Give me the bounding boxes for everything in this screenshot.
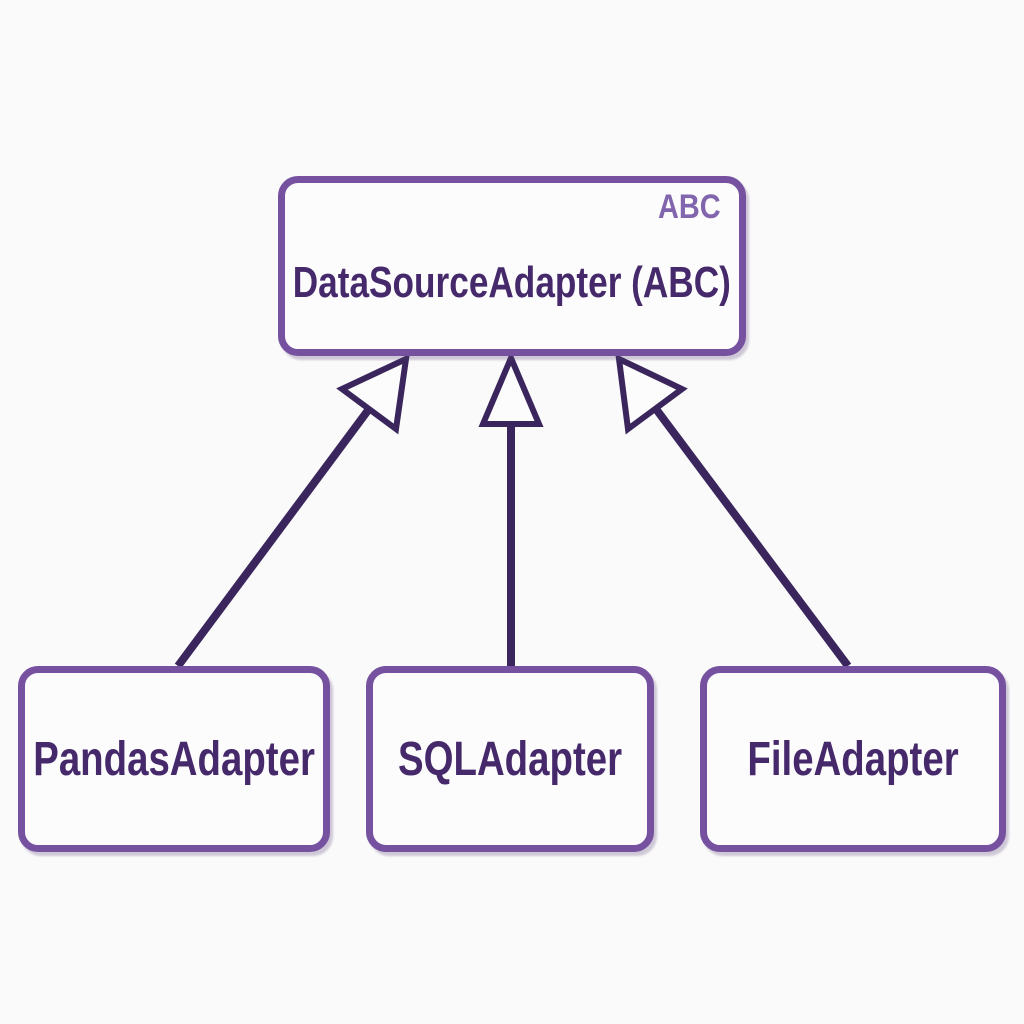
subclass-box-pandas-adapter: PandasAdapter <box>18 666 330 852</box>
hollow-triangle-arrowhead <box>336 353 410 435</box>
inheritance-arrow-sql <box>478 350 544 666</box>
inheritance-arrow-file <box>615 353 852 669</box>
subclass-name: SQLAdapter <box>397 732 623 786</box>
subclass-box-file-adapter: FileAdapter <box>700 666 1006 852</box>
subclass-name: PandasAdapter <box>33 732 315 786</box>
arrow-shaft <box>652 406 852 669</box>
subclass-name: FileAdapter <box>747 732 959 786</box>
inheritance-arrow-pandas <box>174 353 410 669</box>
parent-class-box: ABC DataSourceAdapter (ABC) <box>278 176 746 356</box>
subclass-box-sql-adapter: SQLAdapter <box>366 666 654 852</box>
arrow-shaft <box>174 406 373 669</box>
hollow-triangle-arrowhead <box>615 353 688 435</box>
abc-badge-text: ABC <box>658 188 721 226</box>
abc-badge: ABC <box>647 188 721 226</box>
parent-class-name: DataSourceAdapter (ABC) <box>292 257 732 307</box>
parent-title-wrap: DataSourceAdapter (ABC) <box>293 226 731 339</box>
hollow-triangle-arrowhead <box>478 350 544 427</box>
